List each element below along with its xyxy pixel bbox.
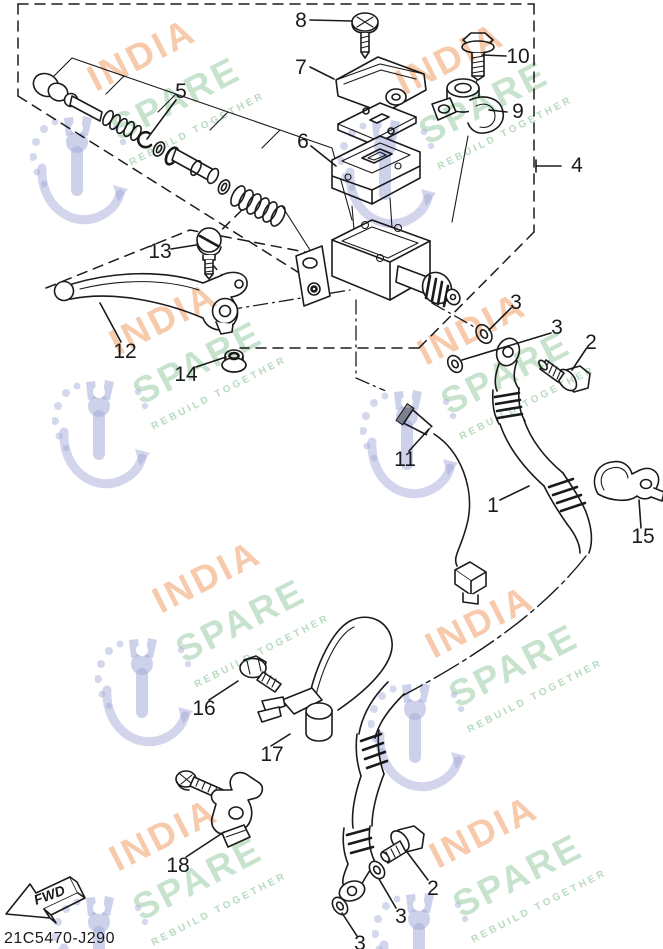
part-14-pivot-nut xyxy=(221,349,247,373)
fwd-arrow: FWD xyxy=(5,876,86,924)
part-label-6: 6 xyxy=(297,130,309,153)
part-label-14: 14 xyxy=(174,363,198,386)
part-label-3c: 3 xyxy=(395,905,407,928)
part-label-17: 17 xyxy=(260,743,284,766)
part-label-16: 16 xyxy=(192,697,216,720)
part-11-brake-switch xyxy=(364,385,487,605)
part-label-7: 7 xyxy=(295,56,307,79)
part-label-13: 13 xyxy=(148,240,172,263)
part-6-diaphragm xyxy=(331,135,421,231)
part-label-10: 10 xyxy=(506,45,530,68)
part-label-9: 9 xyxy=(512,100,524,123)
part-15-hose-clamp xyxy=(593,460,663,502)
part-label-11: 11 xyxy=(394,448,416,471)
part-label-18: 18 xyxy=(166,854,190,877)
part-label-15: 15 xyxy=(631,525,655,548)
part-12-brake-lever xyxy=(53,271,248,335)
part-label-8: 8 xyxy=(295,9,307,32)
part-label-3a: 3 xyxy=(510,291,522,314)
master-cylinder-body xyxy=(295,219,461,308)
part-label-3d: 3 xyxy=(354,932,366,949)
part-label-12: 12 xyxy=(113,340,137,363)
part-label-1: 1 xyxy=(487,494,499,517)
part-16-bolt xyxy=(239,655,282,693)
part-3-washers-upper xyxy=(446,323,493,374)
part-label-3b: 3 xyxy=(551,316,563,339)
part-label-2b: 2 xyxy=(427,877,439,900)
part-9-handlebar-clamp xyxy=(431,78,505,223)
diagram-code: 21C5470-J290 xyxy=(4,930,115,947)
part-label-4: 4 xyxy=(571,154,583,177)
center-lines xyxy=(227,289,587,697)
part-2-banjo-bolt-lower xyxy=(380,825,425,864)
part-13-pivot-screw xyxy=(196,227,222,280)
part-label-2a: 2 xyxy=(585,331,597,354)
part-2-banjo-bolt-upper xyxy=(538,359,591,393)
part-5-master-cylinder-kit xyxy=(32,57,353,251)
part-3-washers-lower xyxy=(331,860,386,916)
part-8-cap-screw xyxy=(351,12,379,59)
part-7-reservoir-cap xyxy=(335,56,427,114)
part-label-5: 5 xyxy=(175,80,187,103)
part-18-stay-bracket xyxy=(175,770,264,848)
part-17-hose-holder xyxy=(257,616,393,742)
part-10-clamp-bolt xyxy=(461,32,495,91)
